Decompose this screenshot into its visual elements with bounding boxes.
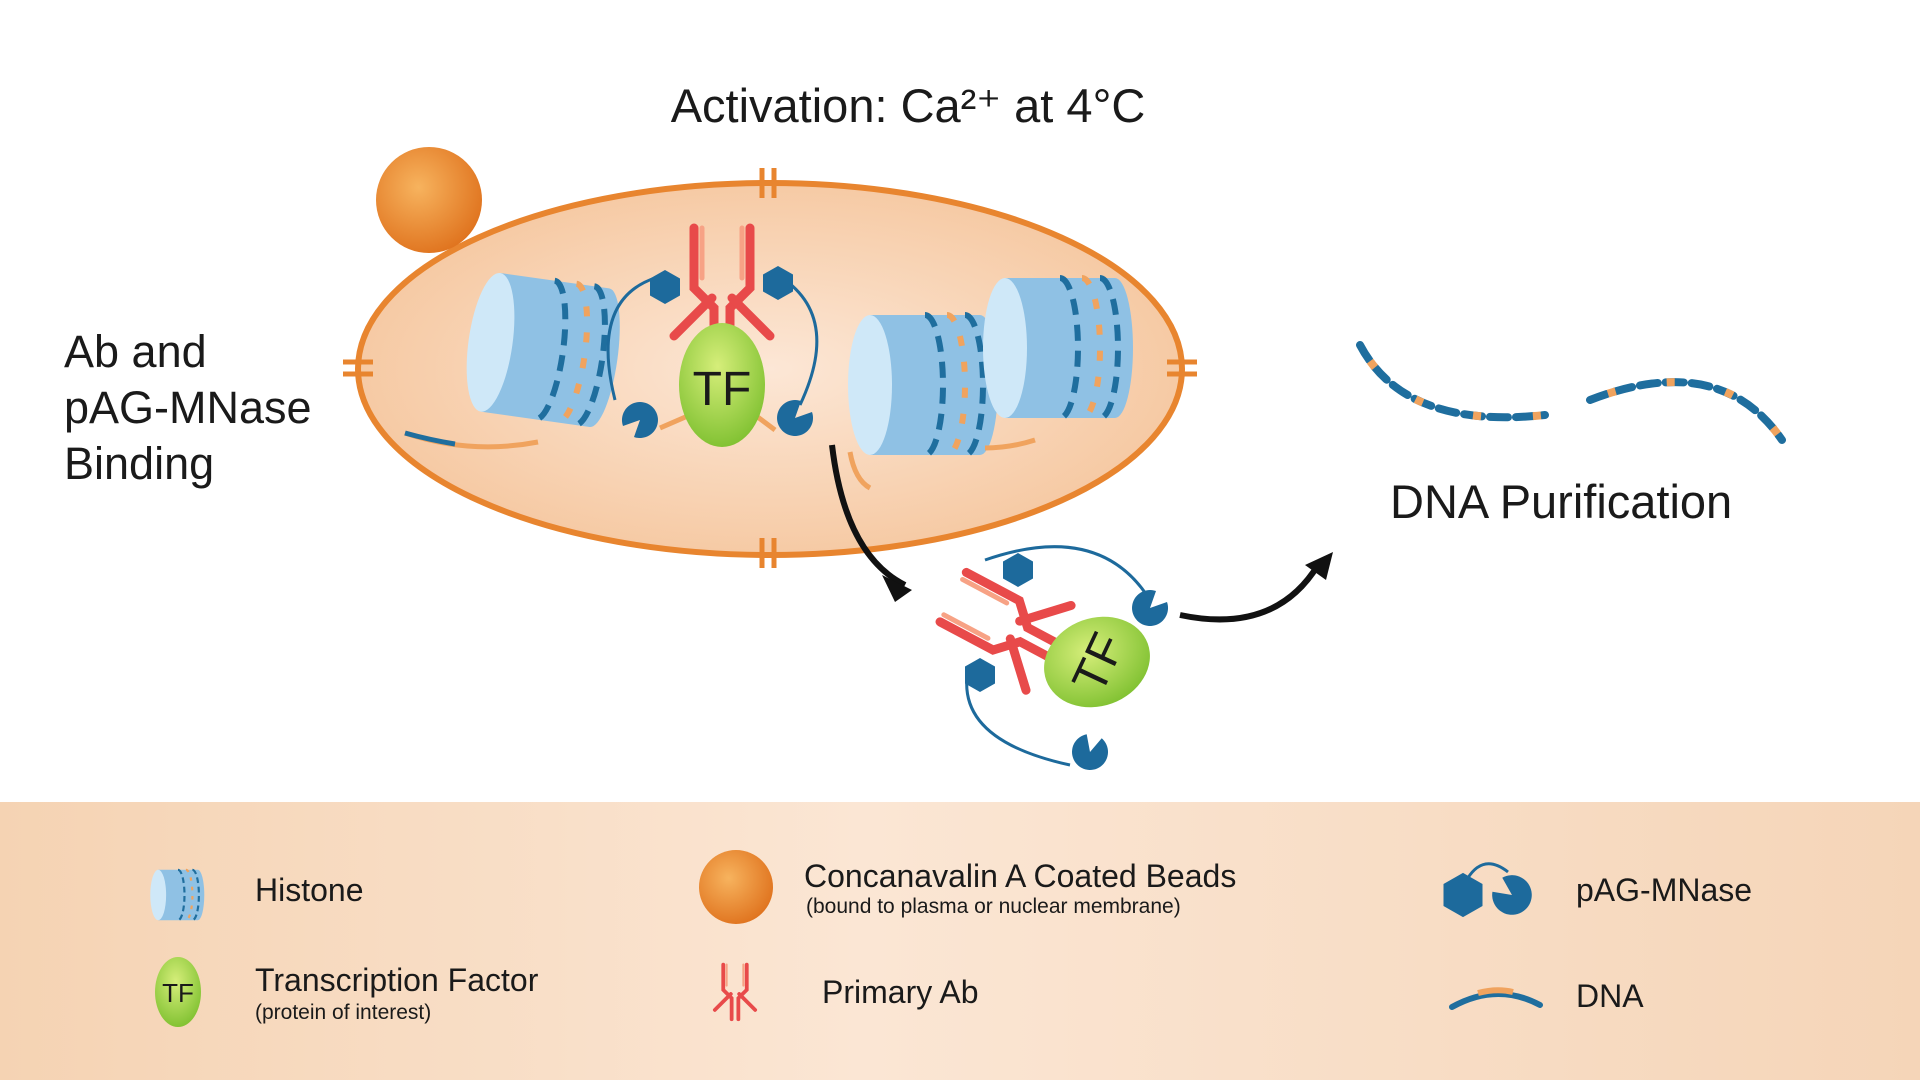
dna-legend-icon — [1449, 987, 1543, 1010]
transcription-factor-released — [1044, 616, 1150, 708]
legend-label-beads: Concanavalin A Coated Beads — [804, 858, 1237, 894]
cell-membrane — [355, 180, 1185, 558]
dna-fragment-2 — [1586, 378, 1786, 444]
legend-label-beads-sub: (bound to plasma or nuclear membrane) — [806, 895, 1181, 918]
legend-label-tf: Transcription Factor — [255, 962, 539, 998]
tf-complex-bound: TF — [606, 228, 819, 447]
legend: TF Histone Transcription Factor (protein… — [0, 802, 1920, 1080]
tf-complex-released: TF — [931, 545, 1169, 777]
step-label-binding-line1: Ab and — [64, 326, 207, 377]
arrow-release — [829, 444, 907, 588]
step-label-binding-line2: pAG-MNase — [64, 382, 312, 433]
legend-icons: TF — [149, 850, 1543, 1027]
tf-legend-icon-label: TF — [162, 978, 194, 1008]
mnase-top — [1132, 589, 1169, 626]
diagram-title: Activation: Ca²⁺ at 4°C — [670, 79, 1146, 132]
transcription-factor — [679, 323, 765, 447]
step-label-purification: DNA Purification — [1390, 475, 1733, 528]
dna-fragment-1 — [1356, 341, 1549, 422]
step-label-binding-line3: Binding — [64, 438, 215, 489]
histone-legend-icon — [149, 868, 206, 922]
legend-label-histone: Histone — [255, 872, 364, 908]
legend-label-primary-ab: Primary Ab — [822, 974, 979, 1010]
pag-hexagon-bottom — [965, 658, 995, 692]
membrane-pore-marks — [343, 168, 1197, 568]
pag-mnase-legend-icon — [1443, 862, 1535, 918]
tf-legend-icon — [155, 957, 201, 1027]
pag-hexagon-top — [1003, 553, 1033, 587]
dna-strand-middle — [847, 451, 872, 491]
step-label-binding: Ab and pAG-MNase Binding — [64, 324, 384, 492]
legend-label-pag-mnase: pAG-MNase — [1576, 872, 1753, 908]
legend-label-dna: DNA — [1576, 978, 1644, 1014]
arrow-purify — [1179, 563, 1321, 623]
tf-label-bound: TF — [693, 363, 752, 416]
concanavalin-bead — [376, 147, 482, 253]
histone-middle — [848, 315, 998, 455]
legend-label-tf-sub: (protein of interest) — [255, 1001, 432, 1024]
histone-right — [983, 278, 1133, 418]
histone-left — [459, 270, 627, 430]
mnase-bottom — [1065, 727, 1115, 777]
bead-legend-icon — [699, 850, 773, 924]
antibody-legend-icon — [712, 962, 758, 1022]
